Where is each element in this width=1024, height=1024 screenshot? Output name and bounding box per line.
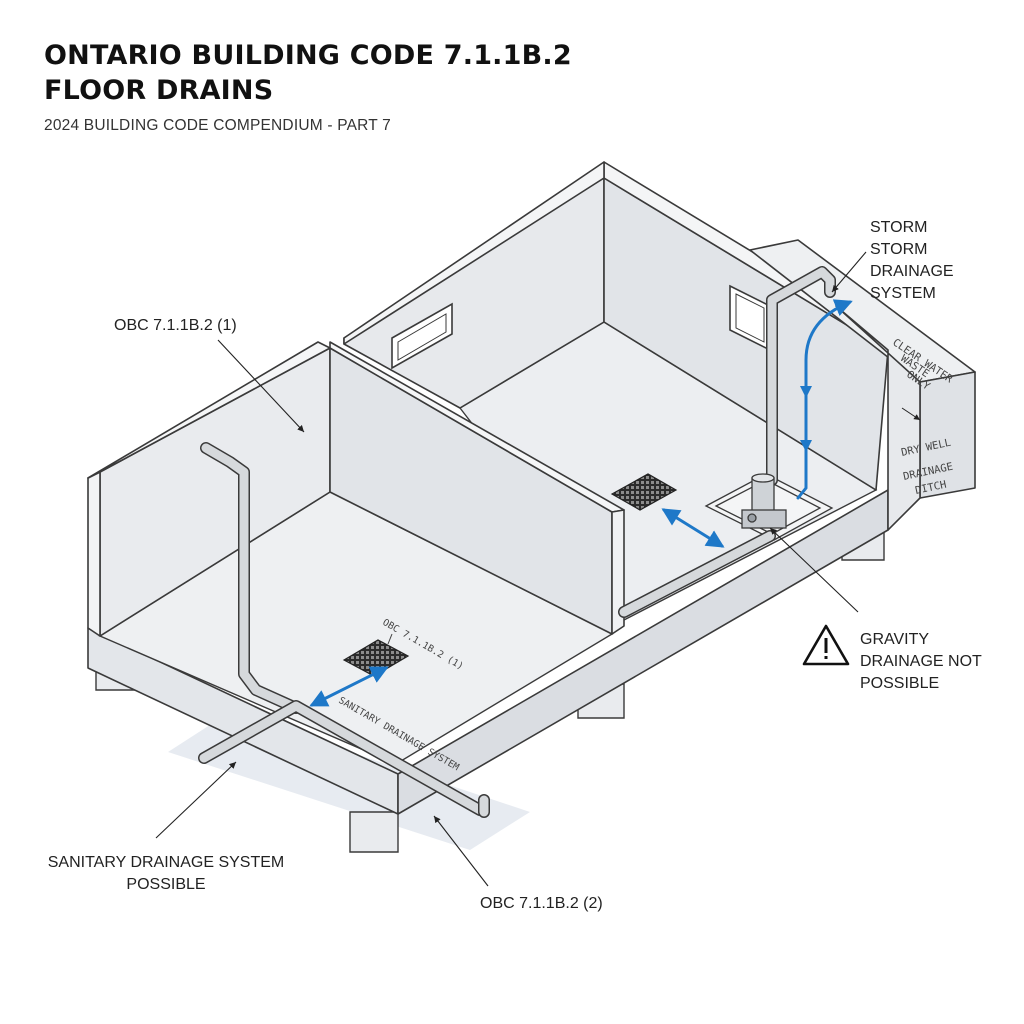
title-line-1: ONTARIO BUILDING CODE 7.1.1B.2	[44, 40, 572, 71]
callout-storm-line-2: STORM	[870, 241, 927, 258]
callout-sanitary: SANITARY DRAINAGE SYSTEM POSSIBLE	[48, 854, 285, 893]
storm-pipe	[618, 266, 836, 618]
leader-storm	[831, 251, 867, 293]
sanitary-pipe	[198, 442, 490, 818]
header: ONTARIO BUILDING CODE 7.1.1B.2 FLOOR DRA…	[44, 38, 572, 135]
callout-storm-line-4: SYSTEM	[870, 285, 936, 302]
callout-obc-1: OBC 7.1.1B.2 (1)	[114, 317, 237, 334]
flow-arrows	[309, 299, 853, 707]
flow-arrow-right-drain	[661, 508, 725, 548]
callout-gravity-line-3: POSSIBLE	[860, 675, 939, 692]
page-subtitle: 2024 BUILDING CODE COMPENDIUM - PART 7	[44, 117, 391, 134]
floor-drain-right	[610, 473, 678, 511]
callout-gravity: GRAVITY DRAINAGE NOT POSSIBLE	[860, 631, 982, 692]
callout-storm-line-3: DRAINAGE	[870, 263, 954, 280]
leader-obc-1	[217, 339, 305, 433]
callout-sanitary-line-1: SANITARY DRAINAGE SYSTEM	[48, 854, 285, 871]
title-line-2: FLOOR DRAINS	[44, 75, 274, 106]
callout-gravity-line-2: DRAINAGE NOT	[860, 653, 982, 670]
callout-gravity-line-1: GRAVITY	[860, 631, 929, 648]
left-room-walls	[87, 341, 625, 637]
leader-obc-2	[433, 815, 489, 887]
flow-arrow-discharge	[796, 299, 853, 500]
sump-pump	[741, 473, 787, 529]
callout-storm: STORM STORM DRAINAGE SYSTEM	[870, 219, 954, 302]
callout-obc-2: OBC 7.1.1B.2 (2)	[480, 895, 603, 912]
callout-leaders	[155, 251, 867, 887]
callout-sanitary-line-2: POSSIBLE	[126, 876, 205, 893]
page-title: ONTARIO BUILDING CODE 7.1.1B.2 FLOOR DRA…	[44, 38, 572, 108]
leader-sanitary	[155, 761, 237, 839]
leader-gravity	[769, 527, 859, 613]
callout-storm-line-1: STORM	[870, 219, 927, 236]
warning-icon	[802, 624, 850, 666]
flow-arrow-left-drain	[309, 666, 389, 707]
window-left	[391, 302, 453, 370]
